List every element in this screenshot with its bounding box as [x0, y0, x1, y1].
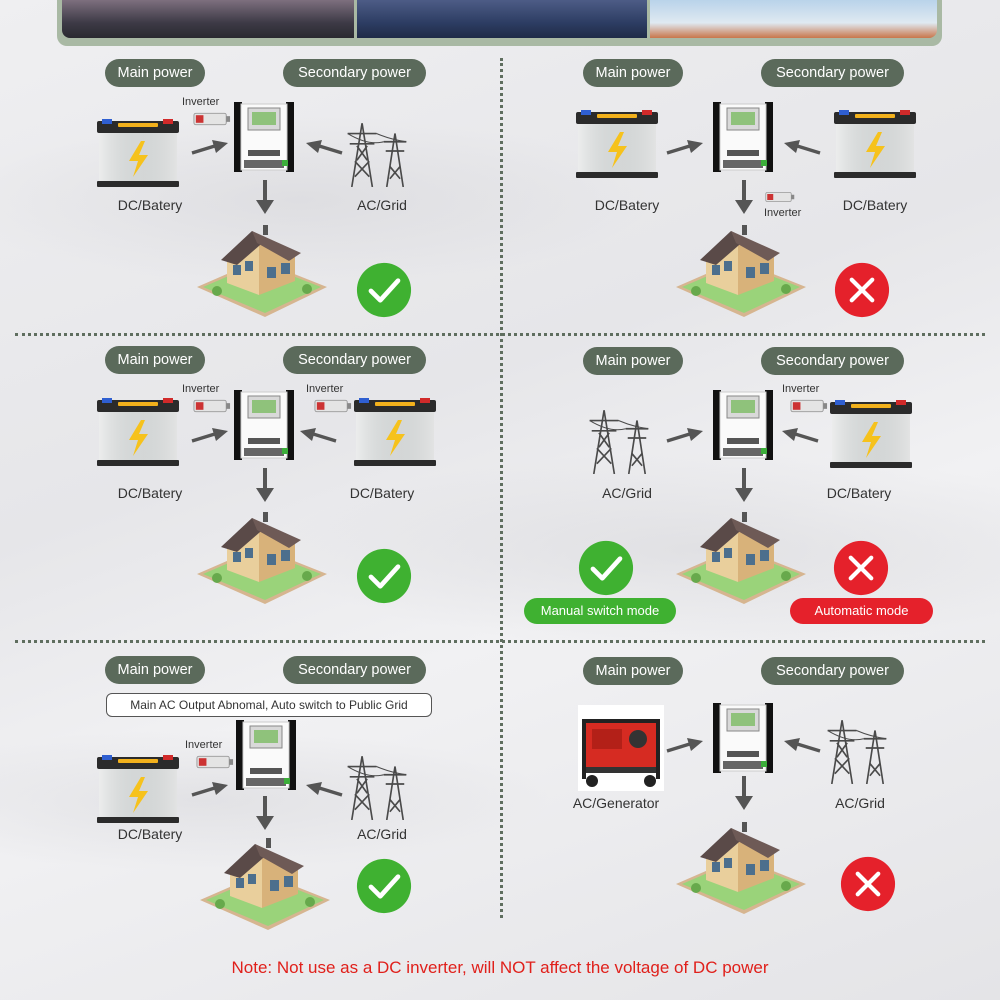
inverter-label-secondary: Inverter: [306, 383, 344, 395]
cross-icon: [833, 540, 889, 596]
inverter-icon-secondary: [314, 397, 352, 415]
arrow-left-icon: [298, 428, 338, 448]
dc-battery-label-secondary: DC/Batery: [349, 485, 415, 501]
ac-grid-label: AC/Grid: [357, 826, 407, 842]
battery-icon: [93, 755, 183, 825]
dc-battery-label: DC/Batery: [117, 197, 183, 213]
inverter-label: Inverter: [764, 207, 802, 219]
dc-battery-label-secondary: DC/Batery: [842, 197, 908, 213]
secondary-power-pill: Secondary power: [283, 346, 426, 374]
arrow-left-icon: [780, 428, 820, 448]
main-power-pill: Main power: [583, 59, 683, 87]
dc-battery-label: DC/Batery: [826, 485, 892, 501]
main-power-pill: Main power: [583, 347, 683, 375]
inverter-label: Inverter: [182, 96, 220, 108]
battery-icon-secondary: [350, 398, 440, 468]
inverter-icon: [193, 397, 231, 415]
check-icon: [356, 858, 412, 914]
arrow-left-icon: [782, 738, 822, 758]
controller-icon: [236, 720, 296, 790]
ac-generator-label: AC/Generator: [572, 795, 660, 811]
rv-photo: [62, 0, 354, 38]
secondary-power-pill: Secondary power: [761, 657, 904, 685]
controller-icon: [713, 102, 773, 172]
power-tower-icon: [820, 712, 895, 784]
secondary-power-pill: Secondary power: [283, 59, 426, 87]
house-icon: [197, 512, 327, 607]
power-tower-icon: [340, 115, 415, 187]
check-icon: [578, 540, 634, 596]
house-icon: [676, 512, 806, 607]
generator-icon: [578, 705, 664, 791]
battery-icon: [93, 119, 183, 189]
arrow-right-icon: [190, 140, 230, 160]
main-power-pill: Main power: [105, 346, 205, 374]
inverter-icon: [196, 753, 234, 771]
footer-note: Note: Not use as a DC inverter, will NOT…: [231, 958, 769, 977]
arrow-right-icon: [665, 428, 705, 448]
main-power-pill: Main power: [105, 656, 205, 684]
dc-battery-label: DC/Batery: [117, 826, 183, 842]
arrow-right-icon: [190, 428, 230, 448]
inverter-icon: [790, 397, 828, 415]
cross-icon: [840, 856, 896, 912]
arrow-down-icon: [255, 468, 275, 504]
controller-icon: [234, 102, 294, 172]
house-icon: [200, 838, 330, 933]
inverter-label: Inverter: [185, 739, 223, 751]
ac-grid-label: AC/Grid: [835, 795, 885, 811]
secondary-power-pill: Secondary power: [283, 656, 426, 684]
vertical-divider: [500, 58, 503, 918]
secondary-power-pill: Secondary power: [761, 347, 904, 375]
main-power-pill: Main power: [105, 59, 205, 87]
inverter-icon: [193, 110, 231, 128]
horizontal-divider-2: [15, 640, 985, 643]
dc-battery-label: DC/Batery: [117, 485, 183, 501]
main-power-pill: Main power: [583, 657, 683, 685]
check-icon: [356, 548, 412, 604]
banner-strip: [57, 0, 942, 46]
arrow-right-icon: [190, 782, 230, 802]
arrow-down-icon: [734, 468, 754, 504]
automatic-mode-badge: Automatic mode: [790, 598, 933, 624]
arrow-left-icon: [304, 782, 344, 802]
controller-icon: [713, 703, 773, 773]
controller-icon: [234, 390, 294, 460]
manual-mode-badge: Manual switch mode: [524, 598, 676, 624]
battery-icon: [93, 398, 183, 468]
house-icon: [676, 225, 806, 320]
inverter-label: Inverter: [182, 383, 220, 395]
dc-battery-label: DC/Batery: [594, 197, 660, 213]
cross-icon: [834, 262, 890, 318]
controller-icon: [713, 390, 773, 460]
secondary-power-pill: Secondary power: [761, 59, 904, 87]
ac-grid-label: AC/Grid: [357, 197, 407, 213]
arrow-right-icon: [665, 140, 705, 160]
solar-wind-photo: [650, 0, 937, 38]
house-icon: [676, 822, 806, 917]
inverter-icon: [765, 190, 795, 204]
yacht-photo: [357, 0, 647, 38]
battery-icon: [572, 110, 662, 180]
power-tower-icon: [582, 402, 657, 474]
arrow-right-icon: [665, 738, 705, 758]
arrow-down-icon: [255, 180, 275, 216]
power-tower-icon: [340, 748, 415, 820]
arrow-down-icon: [255, 796, 275, 832]
battery-icon-secondary: [826, 400, 916, 470]
arrow-down-icon: [734, 776, 754, 812]
ac-grid-label: AC/Grid: [602, 485, 652, 501]
check-icon: [356, 262, 412, 318]
battery-icon-secondary: [830, 110, 920, 180]
arrow-left-icon: [304, 140, 344, 160]
auto-switch-note: Main AC Output Abnomal, Auto switch to P…: [106, 693, 432, 717]
arrow-left-icon: [782, 140, 822, 160]
horizontal-divider-1: [15, 333, 985, 336]
inverter-label: Inverter: [782, 383, 820, 395]
arrow-down-icon: [734, 180, 754, 216]
house-icon: [197, 225, 327, 320]
